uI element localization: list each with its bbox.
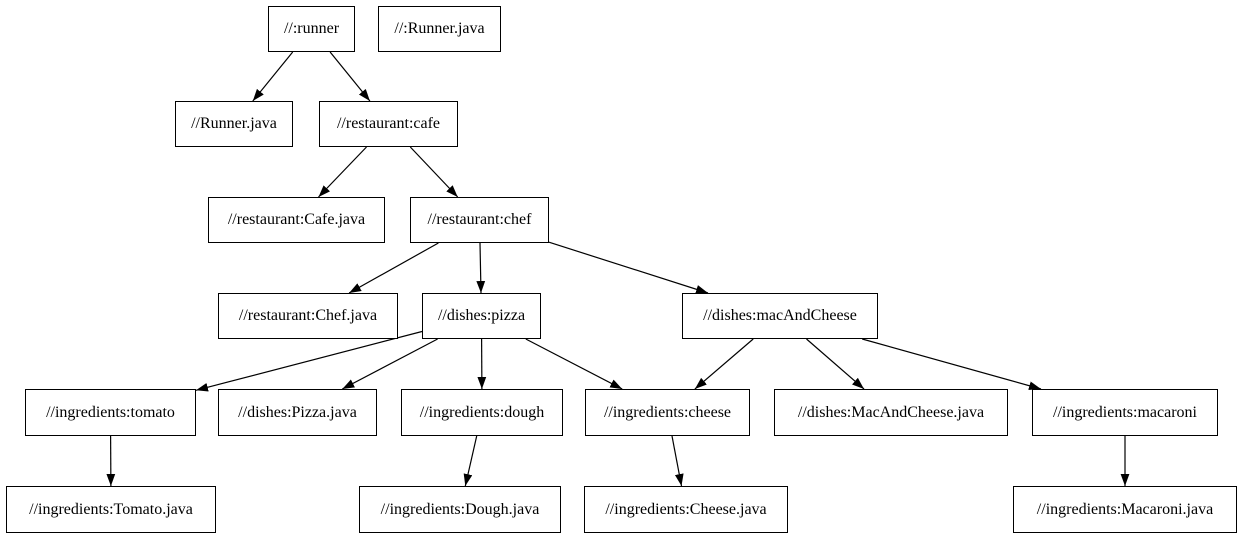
- graph-node-label: //ingredients:Cheese.java: [605, 500, 767, 518]
- graph-edge-mac-and-cheese-to-macaroni: [862, 338, 1042, 391]
- graph-node-chef-java: //restaurant:Chef.java: [218, 293, 398, 339]
- graph-edge-chef-to-mac-and-cheese: [548, 241, 709, 294]
- graph-node-tomato-java: //ingredients:Tomato.java: [6, 486, 216, 533]
- graph-node-cafe: //restaurant:cafe: [319, 101, 458, 147]
- graph-node-pizza: //dishes:pizza: [422, 293, 541, 339]
- graph-node-label: //ingredients:tomato: [46, 403, 175, 421]
- graph-node-label: //:Runner.java: [394, 20, 485, 37]
- graph-node-tomato: //ingredients:tomato: [25, 389, 196, 436]
- graph-node-macaroni-java: //ingredients:Macaroni.java: [1013, 486, 1237, 533]
- graph-edge-cheese-to-cheese-java: [671, 435, 684, 487]
- graph-node-label: //ingredients:macaroni: [1053, 403, 1197, 421]
- graph-node-dough-java: //ingredients:Dough.java: [359, 486, 561, 533]
- graph-node-macaroni: //ingredients:macaroni: [1032, 389, 1218, 436]
- graph-edge-mac-and-cheese-to-mac-and-cheese-java: [806, 338, 865, 390]
- graph-edge-chef-to-pizza: [476, 242, 486, 294]
- graph-node-cheese: //ingredients:cheese: [585, 389, 750, 436]
- graph-edge-runner-to-cafe: [329, 51, 371, 102]
- graph-node-label: //ingredients:Dough.java: [380, 500, 540, 518]
- graph-node-label: //dishes:macAndCheese: [703, 307, 857, 324]
- graph-node-label: //restaurant:Chef.java: [238, 307, 378, 324]
- graph-node-label: //ingredients:dough: [419, 403, 545, 421]
- graph-node-mac-and-cheese: //dishes:macAndCheese: [682, 293, 878, 339]
- graph-edge-cafe-to-cafe-java: [318, 146, 367, 198]
- graph-node-label: //ingredients:cheese: [603, 403, 732, 421]
- graph-node-runner: //:runner: [268, 6, 355, 52]
- graph-node-label: //restaurant:Cafe.java: [227, 211, 366, 228]
- graph-edge-pizza-to-tomato: [195, 330, 423, 392]
- graph-node-label: //:runner: [283, 20, 340, 37]
- graph-node-cheese-java: //ingredients:Cheese.java: [584, 486, 788, 533]
- graph-node-mac-and-cheese-java: //dishes:MacAndCheese.java: [774, 389, 1008, 436]
- graph-node-runner-java-root: //:Runner.java: [378, 6, 501, 52]
- graph-edge-pizza-to-cheese: [525, 338, 623, 390]
- graph-edge-dough-to-dough-java: [463, 435, 478, 487]
- graph-node-pizza-java: //dishes:Pizza.java: [218, 389, 377, 436]
- graph-node-cafe-java: //restaurant:Cafe.java: [208, 197, 385, 243]
- graph-node-chef: //restaurant:chef: [410, 197, 549, 243]
- graph-node-label: //restaurant:chef: [427, 211, 532, 228]
- graph-edge-mac-and-cheese-to-cheese: [694, 338, 754, 390]
- graph-node-label: //restaurant:cafe: [336, 115, 441, 132]
- graph-edge-chef-to-chef-java: [348, 242, 439, 294]
- edge-group: [106, 51, 1130, 487]
- graph-node-label: //Runner.java: [191, 115, 277, 132]
- graph-node-label: //dishes:Pizza.java: [238, 403, 357, 421]
- graph-node-runner-java: //Runner.java: [175, 101, 293, 147]
- graph-node-dough: //ingredients:dough: [401, 389, 563, 436]
- graph-edge-runner-to-runner-java: [252, 51, 294, 102]
- graph-node-label: //dishes:MacAndCheese.java: [797, 403, 985, 421]
- graph-edge-pizza-to-pizza-java: [342, 338, 438, 390]
- graph-node-label: //ingredients:Macaroni.java: [1036, 500, 1214, 518]
- graph-node-label: //dishes:pizza: [437, 307, 526, 324]
- graph-edge-cafe-to-chef: [409, 146, 459, 198]
- graph-node-label: //ingredients:Tomato.java: [29, 500, 193, 518]
